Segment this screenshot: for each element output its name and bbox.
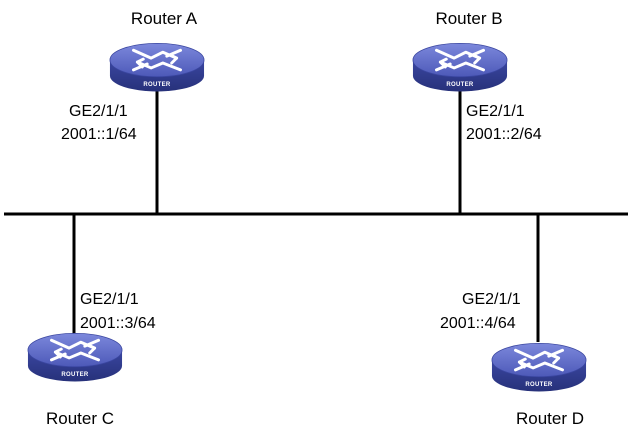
router-d-ipv6: 2001::4/64 — [440, 315, 516, 332]
router-d-badge: ROUTER — [525, 382, 552, 388]
router-c-name: Router C — [46, 409, 114, 428]
router-b-badge: ROUTER — [446, 82, 473, 88]
router-a-interface: GE2/1/1 — [69, 103, 128, 120]
router-b-interface: GE2/1/1 — [466, 103, 525, 120]
router-b-name: Router B — [435, 9, 502, 28]
router-d[interactable]: ROUTER Router D GE2/1/1 2001::4/64 — [440, 291, 588, 428]
router-b-ipv6: 2001::2/64 — [466, 126, 542, 143]
router-a[interactable]: ROUTER Router A GE2/1/1 2001::1/64 — [61, 9, 206, 143]
router-c-badge: ROUTER — [61, 372, 88, 378]
router-d-interface: GE2/1/1 — [462, 291, 521, 308]
router-a-ipv6: 2001::1/64 — [61, 126, 137, 143]
router-c-ipv6: 2001::3/64 — [80, 315, 156, 332]
router-a-badge: ROUTER — [143, 82, 170, 88]
router-c-interface: GE2/1/1 — [80, 291, 139, 308]
router-b[interactable]: ROUTER Router B GE2/1/1 2001::2/64 — [411, 9, 542, 143]
router-c[interactable]: ROUTER Router C GE2/1/1 2001::3/64 — [26, 291, 156, 428]
router-a-name: Router A — [131, 9, 198, 28]
router-d-name: Router D — [516, 409, 584, 428]
